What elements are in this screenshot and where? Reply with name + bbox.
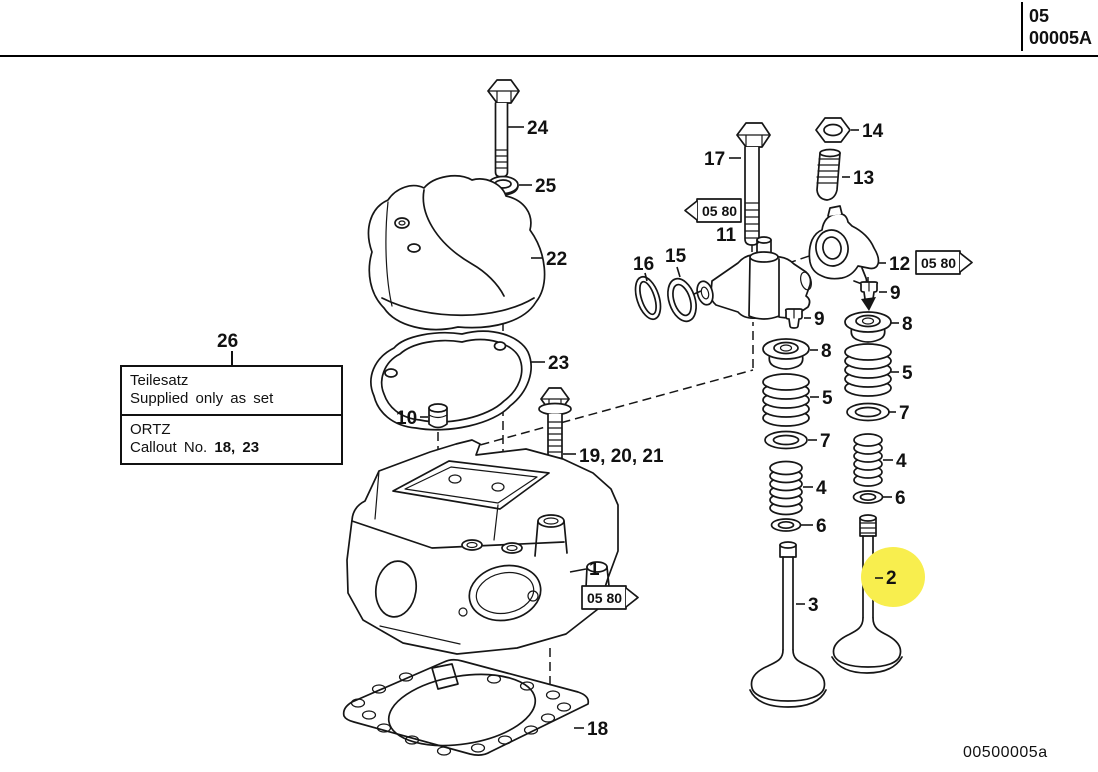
plug-10: [428, 403, 448, 429]
inner-spring-4-right: [853, 433, 883, 487]
spring-seat-7-right: [846, 402, 890, 422]
head-gasket-18: [342, 658, 590, 756]
callout-5-right[interactable]: 5: [902, 363, 913, 384]
callout-5-left[interactable]: 5: [822, 388, 833, 409]
figure-number: 00005A: [1029, 28, 1093, 48]
ref-box-near-1[interactable]: 05 80: [581, 585, 639, 610]
bolt-24: [487, 79, 520, 178]
ref-box-label: 05 80: [702, 203, 737, 219]
callout-1[interactable]: 1: [589, 559, 600, 580]
nut-14: [815, 117, 851, 143]
note-box: Teilesatz Supplied only as set ORTZ Call…: [120, 365, 343, 465]
highlight-ellipse: [861, 547, 925, 607]
callout-12[interactable]: 12: [889, 254, 910, 275]
callout-7-left[interactable]: 7: [820, 431, 831, 452]
callout-8-right[interactable]: 8: [902, 314, 913, 335]
drawing-id: 00500005a: [963, 744, 1048, 761]
spring-retainer-8-left: [762, 338, 810, 370]
callout-6-left[interactable]: 6: [816, 516, 827, 537]
note-title-en: Supplied only as set: [130, 390, 274, 407]
callout-4-left[interactable]: 4: [816, 478, 827, 499]
stem-seal-6-right: [852, 490, 884, 504]
note-row-set: Teilesatz Supplied only as set: [122, 367, 341, 414]
header-rule: [0, 55, 1098, 57]
cover-gasket-23: [370, 330, 532, 431]
ref-box-near-12[interactable]: 05 80: [915, 250, 973, 275]
callout-17[interactable]: 17: [704, 149, 725, 170]
stem-seal-6-left: [770, 518, 802, 532]
callout-6-right[interactable]: 6: [895, 488, 906, 509]
callout-23[interactable]: 23: [548, 353, 569, 374]
callout-9-left[interactable]: 9: [814, 309, 825, 330]
callout-24[interactable]: 24: [527, 118, 549, 139]
note-supplier: ORTZ: [130, 421, 171, 438]
valve-spring-5-left: [762, 373, 810, 427]
inner-spring-4-left: [769, 460, 803, 516]
header-divider: [1021, 2, 1023, 51]
callout-18[interactable]: 18: [587, 719, 608, 740]
rocker-arm-12: [808, 205, 880, 285]
screw-13: [816, 148, 841, 201]
ref-box-label: 05 80: [587, 590, 622, 606]
callout-16[interactable]: 16: [633, 254, 654, 275]
callout-13[interactable]: 13: [853, 168, 874, 189]
callout-19-20-21[interactable]: 19, 20, 21: [579, 446, 664, 467]
snap-ring-16: [634, 275, 662, 321]
spring-retainer-8-right: [844, 311, 892, 343]
sheet-number: 05: [1029, 6, 1050, 26]
valve-cover-22: [367, 175, 546, 331]
callout-8-left[interactable]: 8: [821, 341, 832, 362]
callout-4-right[interactable]: 4: [896, 451, 907, 472]
callout-2-highlighted[interactable]: 2: [886, 568, 897, 589]
note-row-supplier: ORTZ Callout No. 18, 23: [122, 414, 341, 463]
valve-keeper-9-left: [784, 308, 804, 329]
callout-9-right[interactable]: 9: [890, 283, 901, 304]
note-callout-label: Callout No.: [130, 439, 208, 456]
callout-25[interactable]: 25: [535, 176, 557, 197]
valve-3: [749, 541, 827, 708]
callout-14[interactable]: 14: [862, 121, 884, 142]
callout-10[interactable]: 10: [396, 408, 417, 429]
callout-11[interactable]: 11: [716, 225, 737, 246]
callout-3[interactable]: 3: [808, 595, 819, 616]
cylinder-head-1: [346, 439, 619, 655]
washer-15: [667, 277, 702, 323]
callout-26[interactable]: 26: [217, 331, 239, 352]
callout-labels: 24 25 22 23 10 19, 20, 21 1 18 16 15 17 …: [396, 118, 913, 740]
valve-spring-5-right: [844, 343, 892, 397]
note-title-de: Teilesatz: [130, 372, 189, 389]
callout-7-right[interactable]: 7: [899, 403, 910, 424]
callout-26-leader: [231, 351, 233, 365]
note-callout-refs: Callout No. 18, 23: [130, 439, 333, 457]
assembly-arrow-icon: [861, 297, 876, 311]
bolt-17: [736, 122, 771, 246]
callout-22[interactable]: 22: [546, 249, 567, 270]
leader-lines: [420, 126, 899, 729]
spring-seat-7-left: [764, 430, 808, 450]
ref-box-near-11[interactable]: 05 80: [684, 198, 742, 223]
callout-15[interactable]: 15: [665, 246, 687, 267]
ref-box-label: 05 80: [921, 255, 956, 271]
note-callout-numbers: 18, 23: [214, 439, 260, 456]
rocker-support-11: [696, 236, 812, 320]
